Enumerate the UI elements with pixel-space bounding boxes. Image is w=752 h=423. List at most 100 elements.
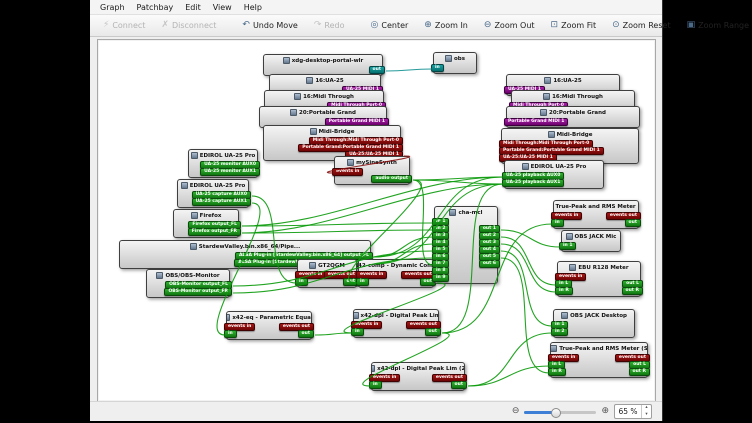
node-title: xdg-desktop-portal-wlr xyxy=(264,55,382,65)
toolbar-button-label: Zoom Fit xyxy=(561,21,597,30)
port-pb-aux1[interactable]: UA-25 playback AUX1 xyxy=(502,179,565,187)
port-row: UA-25 playback AUX0 xyxy=(502,172,603,180)
app-icon xyxy=(551,345,558,352)
menu-edit[interactable]: Edit xyxy=(185,2,201,12)
spin-up-icon[interactable]: ▴ xyxy=(645,405,648,410)
connection-wire xyxy=(500,250,553,327)
spin-down-icon[interactable]: ▾ xyxy=(645,411,648,417)
port-tpm-out[interactable]: out xyxy=(624,219,641,227)
toolbar-zoom-fit-button[interactable]: ⊡Zoom Fit xyxy=(544,19,604,32)
port-row: UA-25 monitor AUX1 xyxy=(189,168,260,176)
toolbar-zoom-range-button[interactable]: ▣Zoom Range xyxy=(680,19,752,32)
toolbar: ⚡Connect✗Disconnect↶Undo Move↷Redo◎Cente… xyxy=(90,15,749,37)
port-monNode-aux1[interactable]: UA-25 monitor AUX1 xyxy=(200,168,260,176)
toolbar-zoom-in-button[interactable]: ⊕Zoom In xyxy=(417,19,475,32)
connection-wire xyxy=(412,179,504,185)
port-comp-in[interactable]: in xyxy=(356,278,369,286)
zoom-in-icon[interactable]: ⊕ xyxy=(601,406,609,416)
zoom-spin-steppers[interactable]: ▴ ▾ xyxy=(641,405,651,418)
port-dpl-out[interactable]: out xyxy=(424,328,441,336)
toolbar-undo-move-button[interactable]: ↶Undo Move xyxy=(235,19,304,32)
port-row: Portable Grand MIDI 1 xyxy=(504,118,639,126)
port-obsMonN-fr[interactable]: OBS-Monitor output_FR xyxy=(164,288,232,296)
zoom-slider-handle[interactable] xyxy=(550,407,561,418)
port-mcl-out6[interactable]: out 6 xyxy=(478,260,500,268)
node-title: 16:Midi Through xyxy=(512,91,634,101)
port-firefox-fr[interactable]: Firefox output_FR xyxy=(187,228,241,236)
port-obsmic-in1[interactable]: in 1 xyxy=(559,242,577,250)
port-capNode-aux1[interactable]: UA-25 capture AUX1 xyxy=(191,198,251,206)
port-row: in 1 xyxy=(559,242,620,250)
port-row: in 1 xyxy=(432,218,497,226)
menu-patchbay[interactable]: Patchbay xyxy=(136,2,174,12)
port-eq-in[interactable]: in xyxy=(224,330,237,338)
menu-view[interactable]: View xyxy=(212,2,232,12)
port-dpl2-in[interactable]: in xyxy=(369,381,382,389)
port-ebu-outR[interactable]: out R xyxy=(621,287,643,295)
node-title: x42-comp - Dynamic Compres xyxy=(359,260,433,270)
toolbar-center-button[interactable]: ◎Center xyxy=(364,19,416,32)
port-xdg-out[interactable]: out xyxy=(368,66,385,74)
zoom-slider[interactable] xyxy=(524,406,597,418)
port-obsdesk-in2[interactable]: in 2 xyxy=(551,328,569,336)
port-tpm-in[interactable]: in xyxy=(551,219,564,227)
port-eq-eout[interactable]: events out xyxy=(278,323,314,331)
zoom-out-icon[interactable]: ⊖ xyxy=(511,406,520,416)
port-gt2-in[interactable]: in xyxy=(295,278,308,286)
toolbar-zoom-reset-button[interactable]: ⊙Zoom Reset xyxy=(605,19,678,32)
zoom-spinbox[interactable]: 65 % ▴ ▾ xyxy=(614,404,652,419)
app-icon xyxy=(306,77,314,84)
port-mcl-in9[interactable]: in 9 xyxy=(432,274,450,282)
port-tps-inR[interactable]: in R xyxy=(548,368,566,376)
port-synth-out[interactable]: audio output xyxy=(371,175,412,183)
app-icon xyxy=(180,182,188,189)
menu-graph[interactable]: Graph xyxy=(100,2,125,12)
port-ebu-inR[interactable]: in R xyxy=(555,287,573,295)
port-dpl-in[interactable]: in xyxy=(351,328,364,336)
port-pgR-midi1[interactable]: Portable Grand MIDI 1 xyxy=(504,118,569,126)
port-tps-outR[interactable]: out R xyxy=(628,368,650,376)
port-dpl2-out[interactable]: out xyxy=(450,381,467,389)
app-icon xyxy=(544,77,552,84)
port-synth-ein[interactable]: events in xyxy=(332,168,364,176)
port-obs-in[interactable]: in xyxy=(431,64,444,72)
patch-canvas[interactable]: xdg-desktop-portal-wlroutobsin16:UA-25UA… xyxy=(97,39,656,402)
node-title: 16:UA-25 xyxy=(507,75,619,85)
port-row: in 9 xyxy=(432,274,497,282)
port-tpm-eout[interactable]: events out xyxy=(605,212,641,220)
port-eq-out[interactable]: out xyxy=(297,330,314,338)
node-comp[interactable]: x42-comp - Dynamic Compresevents inevent… xyxy=(356,259,436,288)
app-icon xyxy=(294,93,302,100)
toolbar-button-label: Zoom Reset xyxy=(622,21,671,30)
connection-wire xyxy=(385,68,433,72)
port-tpm-ein[interactable]: events in xyxy=(551,212,583,220)
menu-help[interactable]: Help xyxy=(243,2,262,12)
toolbar-zoom-out-button[interactable]: ⊖Zoom Out xyxy=(477,19,542,32)
